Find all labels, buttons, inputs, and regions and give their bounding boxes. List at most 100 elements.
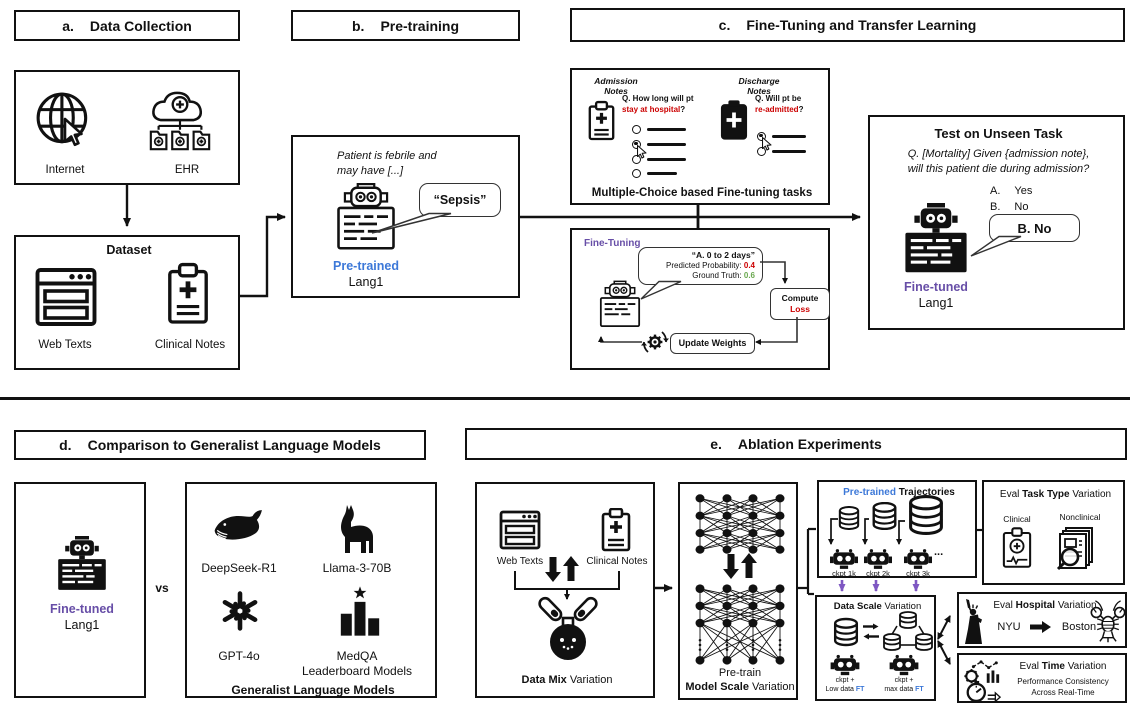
lobster-icon (1090, 600, 1126, 643)
pred-label: Predicted Probability: (666, 260, 744, 270)
pred-value: 0.4 (743, 260, 755, 270)
medqa-label-1: MedQA (336, 649, 378, 663)
ellipsis-label: ... (934, 546, 944, 558)
ckpt-plus-label-1: ckpt + (835, 677, 855, 684)
compute-loss-box: Compute Loss (770, 288, 830, 320)
model-scale-caption-rest: Variation (748, 681, 795, 693)
q2-red: re-admitted (755, 104, 799, 114)
discharge-l2: Notes (747, 86, 771, 96)
admission-l1: Admission (594, 76, 638, 86)
scale-to-right-connector (798, 527, 816, 596)
data-scale-title: Data Scale Variation (817, 601, 938, 613)
pretrain-prompt: Patient is febrile and may have [...] (337, 149, 512, 179)
model-scale-box: Pre-train Model Scale Variation (678, 482, 798, 700)
panel-d-title: Comparison to Generalist Language Models (87, 437, 381, 453)
trajectories-title-rest: Trajectories (895, 487, 955, 498)
answer-speech-bubble: B. No (989, 214, 1080, 242)
clinical-notes-label: Clinical Notes (154, 339, 226, 351)
q1-mark: ? (680, 104, 686, 114)
question-1: Q. How long will pt stay at hospital? (622, 94, 730, 115)
answer-text: “A. 0 to 2 days” (691, 250, 755, 260)
task-type-title: Eval Task Type Variation (984, 489, 1127, 501)
test-unseen-task-box: Test on Unseen Task Q. [Mortality] Given… (868, 115, 1125, 330)
datascale-to-hospital-arrow (937, 615, 951, 640)
ehr-cloud-icon (149, 91, 211, 151)
data-scale-bold: Data Scale (833, 601, 882, 612)
lang1-box: Fine-tuned Lang1 (14, 482, 146, 698)
panel-a-letter: a. (62, 17, 74, 34)
option-a-letter: A. (990, 185, 1001, 197)
panel-b-letter: b. (351, 17, 365, 34)
update-weights-label: Update Weights (678, 338, 747, 348)
data-mix-caption-rest: Variation (566, 674, 613, 686)
q2-mark: ? (798, 104, 804, 114)
database-icon (872, 502, 897, 530)
pretrained-state-label: Pre-trained (333, 259, 399, 273)
vs-label: vs (155, 581, 169, 595)
ckpt-plus-label-2: ckpt + (894, 677, 914, 684)
boston-label: Boston (1061, 621, 1097, 633)
task-type-pre: Eval (999, 489, 1023, 500)
test-options: A. Yes B. No (990, 183, 1100, 215)
test-question: Q. [Mortality] Given {admission note}, w… (870, 147, 1127, 177)
question-2: Q. Will pt be re-admitted? (755, 94, 830, 115)
panel-e-title: Ablation Experiments (737, 436, 882, 452)
data-mix-caption: Data Mix Variation (477, 674, 657, 687)
data-sources-box: Internet EHR (14, 70, 240, 185)
robot-head-icon (830, 654, 860, 676)
robot-head-icon (889, 654, 919, 676)
nyu-label: NYU (997, 621, 1021, 633)
database-icon (833, 617, 859, 647)
robot-document-filled-icon (905, 203, 967, 273)
clinical-label: Clinical (1003, 514, 1031, 524)
hospital-variation-box: Eval Hospital Variation NYU Boston (957, 592, 1127, 648)
time-post: Variation (1064, 661, 1107, 672)
robot-head-icon (864, 549, 892, 569)
robot-document-icon (337, 183, 395, 250)
fine-tuning-box: Fine-Tuning “A. 0 to 2 days” Predicted P… (570, 228, 830, 370)
clinical-notes-clipboard-icon (601, 508, 631, 552)
q1-line2: stay at hospital? (622, 105, 730, 116)
database-triangle-icon (883, 611, 933, 651)
finetuned-state-label: Fine-tuned (904, 280, 968, 294)
llama-label: Llama-3-70B (322, 561, 392, 575)
option-b-letter: B. (990, 201, 1001, 213)
option-line-3 (647, 157, 686, 161)
option-line-d1 (772, 134, 806, 138)
time-sub2: Across Real-Time (1031, 688, 1095, 697)
generalist-models-box: DeepSeek-R1 Llama-3-70B GPT-4o MedQA Lea… (185, 482, 437, 698)
panel-e-letter: e. (710, 436, 722, 452)
max-data-ft: FT (915, 686, 924, 693)
prompt-line2: may have [...] (337, 165, 404, 177)
radio-option-d1-selected (757, 131, 766, 141)
hospital-post: Variation (1055, 600, 1097, 611)
database-icon (838, 506, 860, 530)
web-texts-browser-icon (35, 268, 97, 326)
option-b-value: No (1014, 201, 1029, 213)
discharge-notes-label: Discharge Notes (719, 76, 799, 96)
task-type-bold: Task Type (1022, 489, 1070, 500)
time-pre: Eval (1019, 661, 1042, 672)
radio-option-4 (632, 168, 641, 178)
radio-option-d2 (757, 146, 766, 156)
dataset-to-pretraining-arrow (240, 213, 286, 298)
time-sub1: Performance Consistency (1017, 677, 1109, 686)
panel-c-header: c. Fine-Tuning and Transfer Learning (570, 8, 1125, 42)
option-line-2 (647, 142, 686, 146)
dataset-title: Dataset (106, 243, 152, 257)
model-scale-caption-bold: Model Scale (685, 681, 749, 693)
d-finetuned-state: Fine-tuned (50, 602, 114, 616)
test-title: Test on Unseen Task (934, 126, 1063, 141)
time-title: Eval Time Variation (1001, 661, 1125, 673)
option-line-1 (647, 127, 686, 131)
truth-value: 0.6 (743, 270, 755, 280)
panel-d-header: d. Comparison to Generalist Language Mod… (14, 430, 426, 460)
mc-caption: Multiple-Choice based Fine-tuning tasks (591, 187, 813, 199)
option-a-value: Yes (1014, 185, 1033, 197)
medqa-label-2: Leaderboard Models (301, 664, 413, 678)
low-data-ft: FT (855, 686, 865, 693)
test-q-line2: will this patient die during admission? (907, 163, 1090, 175)
fine-tuning-title: Fine-Tuning (584, 238, 641, 249)
truth-label: Ground Truth: (692, 270, 744, 280)
